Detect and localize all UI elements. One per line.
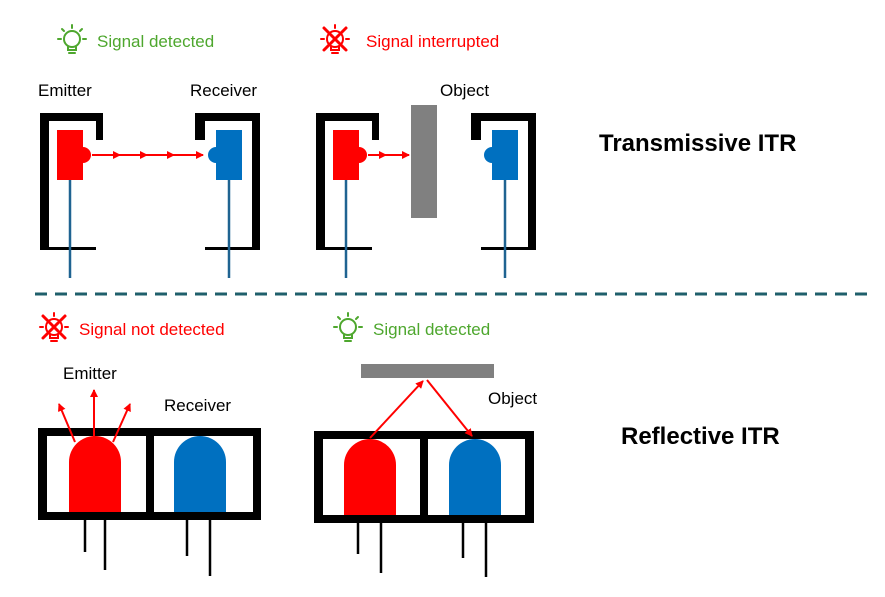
reflective-ok-status: Signal detected xyxy=(373,320,490,339)
reflective-emitter-led-2 xyxy=(344,439,396,515)
transmissive-title: Transmissive ITR xyxy=(599,130,796,157)
lightbulb-on-icon xyxy=(57,24,87,54)
transmissive-emitter-led-2 xyxy=(333,130,367,180)
transmissive-bad-status: Signal interrupted xyxy=(366,32,499,51)
transmissive-object-label: Object xyxy=(440,81,489,100)
lightbulb-on-icon xyxy=(333,312,363,342)
reflective-beam xyxy=(369,379,473,439)
transmissive-object xyxy=(411,105,437,218)
reflective-leads-right xyxy=(356,523,488,577)
transmissive-ok-status: Signal detected xyxy=(97,32,214,51)
transmissive-receiver-2 xyxy=(484,130,518,180)
reflective-bad-status: Signal not detected xyxy=(79,320,225,339)
reflective-receiver-2 xyxy=(449,439,501,515)
reflective-leads-left xyxy=(83,520,212,576)
reflective-object-label: Object xyxy=(488,389,537,408)
lightbulb-off-icon xyxy=(39,312,69,342)
reflective-emitter-led xyxy=(69,436,121,512)
transmissive-receiver xyxy=(208,130,242,180)
transmissive-receiver-label: Receiver xyxy=(190,81,257,100)
reflective-title: Reflective ITR xyxy=(621,423,780,450)
reflective-object xyxy=(361,364,494,378)
lightbulb-off-icon xyxy=(320,24,350,54)
reflective-emitter-label: Emitter xyxy=(63,364,117,383)
reflective-receiver xyxy=(174,436,226,512)
reflective-receiver-label: Receiver xyxy=(164,396,231,415)
reflective-emitter-rays xyxy=(58,389,131,443)
transmissive-emitter-led xyxy=(57,130,91,180)
transmissive-emitter-label: Emitter xyxy=(38,81,92,100)
